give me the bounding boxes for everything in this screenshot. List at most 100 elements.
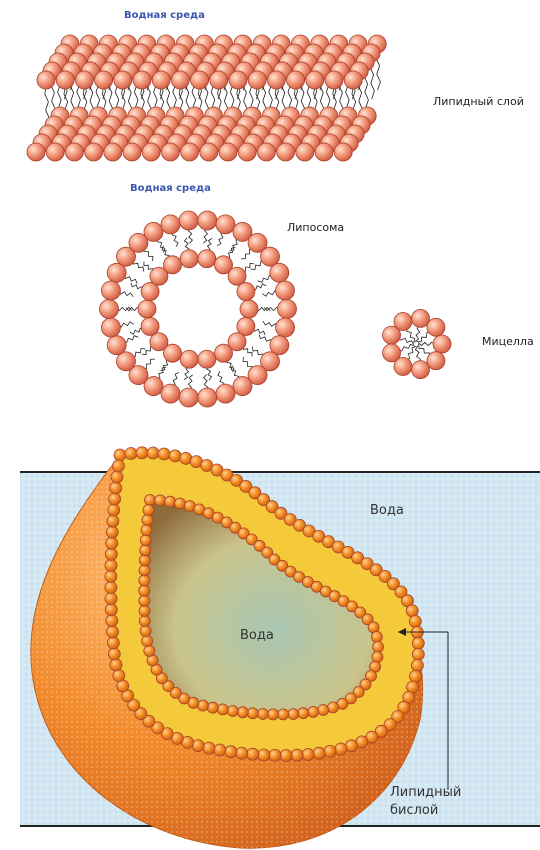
lipid-layer-label: Липидный слой bbox=[433, 95, 524, 108]
sheet-lower-head bbox=[315, 143, 333, 161]
cut-inner-head bbox=[145, 495, 156, 506]
sheet-lower-head bbox=[161, 143, 179, 161]
liposome-outer-head bbox=[270, 263, 289, 282]
liposome-outer-head bbox=[276, 281, 295, 300]
liposome-outer-head bbox=[161, 215, 180, 234]
liposome-outer-head bbox=[233, 377, 252, 396]
liposome-outer-head bbox=[179, 388, 198, 407]
liposome-outer-head bbox=[100, 300, 119, 319]
micelle-head bbox=[394, 312, 412, 330]
cut-outer-head bbox=[412, 637, 424, 649]
cut-outer-head bbox=[110, 659, 122, 671]
sheet-lower-head bbox=[85, 143, 103, 161]
liposome-outer-head bbox=[198, 388, 217, 407]
liposome-outer-head bbox=[276, 318, 295, 337]
sheet-upper-head bbox=[56, 71, 74, 89]
sheet-lower-head bbox=[142, 143, 160, 161]
cut-outer-head bbox=[180, 452, 192, 464]
cut-outer-head bbox=[108, 648, 120, 660]
cut-outer-head bbox=[147, 447, 159, 459]
bilayer-label-line2: бислой bbox=[390, 803, 438, 818]
sheet-lower-head bbox=[181, 143, 199, 161]
cut-outer-head bbox=[411, 659, 423, 671]
cut-inner-head bbox=[278, 709, 289, 720]
micelle-label: Мицелла bbox=[482, 335, 534, 348]
sheet-upper-head bbox=[152, 71, 170, 89]
sheet-upper-head bbox=[248, 71, 266, 89]
cut-outer-head bbox=[105, 570, 117, 582]
lipid-tail bbox=[419, 344, 431, 356]
sheet-upper-head bbox=[344, 71, 362, 89]
liposome-label: Липосома bbox=[287, 221, 344, 234]
cut-inner-head bbox=[141, 525, 152, 536]
cut-outer-head bbox=[280, 750, 292, 762]
aqueous-label-middle: Водная среда bbox=[130, 183, 211, 194]
sheet-upper-head bbox=[133, 71, 151, 89]
lipid-tail bbox=[415, 346, 420, 363]
cut-outer-head bbox=[105, 559, 117, 571]
sheet-lower-head bbox=[238, 143, 256, 161]
cut-inner-head bbox=[227, 706, 238, 717]
liposome-outer-head bbox=[101, 281, 120, 300]
vesicle-cutaway-illustration bbox=[20, 447, 540, 848]
sheet-upper-head bbox=[171, 71, 189, 89]
water-outside-label: Вода bbox=[370, 503, 404, 518]
sheet-upper-head bbox=[37, 71, 55, 89]
lipid-tail bbox=[415, 325, 420, 342]
cut-inner-head bbox=[371, 631, 382, 642]
cut-inner-head bbox=[143, 505, 154, 516]
micelle-head bbox=[427, 318, 445, 336]
cut-inner-head bbox=[308, 706, 319, 717]
sheet-lower-head bbox=[27, 143, 45, 161]
cut-inner-head bbox=[237, 707, 248, 718]
water-inside-label: Вода bbox=[240, 628, 274, 643]
cut-outer-head bbox=[258, 749, 270, 761]
cut-outer-head bbox=[169, 450, 181, 462]
micelle-head bbox=[427, 352, 445, 370]
sheet-lower-head bbox=[46, 143, 64, 161]
cut-inner-head bbox=[372, 652, 383, 663]
cut-outer-head bbox=[111, 471, 123, 483]
cut-inner-head bbox=[318, 705, 329, 716]
cut-outer-head bbox=[409, 615, 421, 627]
cut-inner-head bbox=[373, 641, 384, 652]
cut-inner-head bbox=[139, 616, 150, 627]
sheet-lower-head bbox=[219, 143, 237, 161]
cut-outer-head bbox=[105, 593, 117, 605]
cut-outer-head bbox=[158, 448, 170, 460]
liposome-inner-head bbox=[180, 350, 198, 368]
liposome-outer-head bbox=[198, 211, 217, 230]
sheet-lower-head bbox=[257, 143, 275, 161]
sheet-lower-head bbox=[104, 143, 122, 161]
cut-inner-head bbox=[257, 709, 268, 720]
cut-inner-head bbox=[268, 709, 279, 720]
cut-outer-head bbox=[108, 504, 120, 516]
cut-inner-head bbox=[142, 515, 153, 526]
cut-inner-head bbox=[298, 708, 309, 719]
liposome-inner-head bbox=[198, 350, 216, 368]
cut-inner-head bbox=[139, 585, 150, 596]
cut-outer-head bbox=[125, 448, 137, 460]
cut-outer-head bbox=[313, 747, 325, 759]
liposome-inner-head bbox=[164, 256, 182, 274]
cut-outer-head bbox=[105, 582, 117, 594]
cut-inner-head bbox=[207, 702, 218, 713]
cut-outer-head bbox=[302, 749, 314, 761]
cut-inner-head bbox=[139, 555, 150, 566]
cut-outer-head bbox=[214, 744, 226, 756]
cut-outer-head bbox=[106, 615, 118, 627]
sheet-upper-head bbox=[114, 71, 132, 89]
sheet-upper-head bbox=[325, 71, 343, 89]
micelle-head bbox=[412, 361, 430, 379]
liposome-inner-head bbox=[215, 344, 233, 362]
sheet-lower-head bbox=[296, 143, 314, 161]
sheet-upper-head bbox=[75, 71, 93, 89]
cut-inner-head bbox=[165, 496, 176, 507]
liposome-outer-head bbox=[107, 336, 126, 355]
liposome-outer-head bbox=[101, 318, 120, 337]
cut-inner-head bbox=[140, 626, 151, 637]
cut-inner-head bbox=[139, 565, 150, 576]
sheet-upper-head bbox=[267, 71, 285, 89]
cut-outer-head bbox=[112, 460, 124, 472]
liposome-inner-head bbox=[237, 283, 255, 301]
